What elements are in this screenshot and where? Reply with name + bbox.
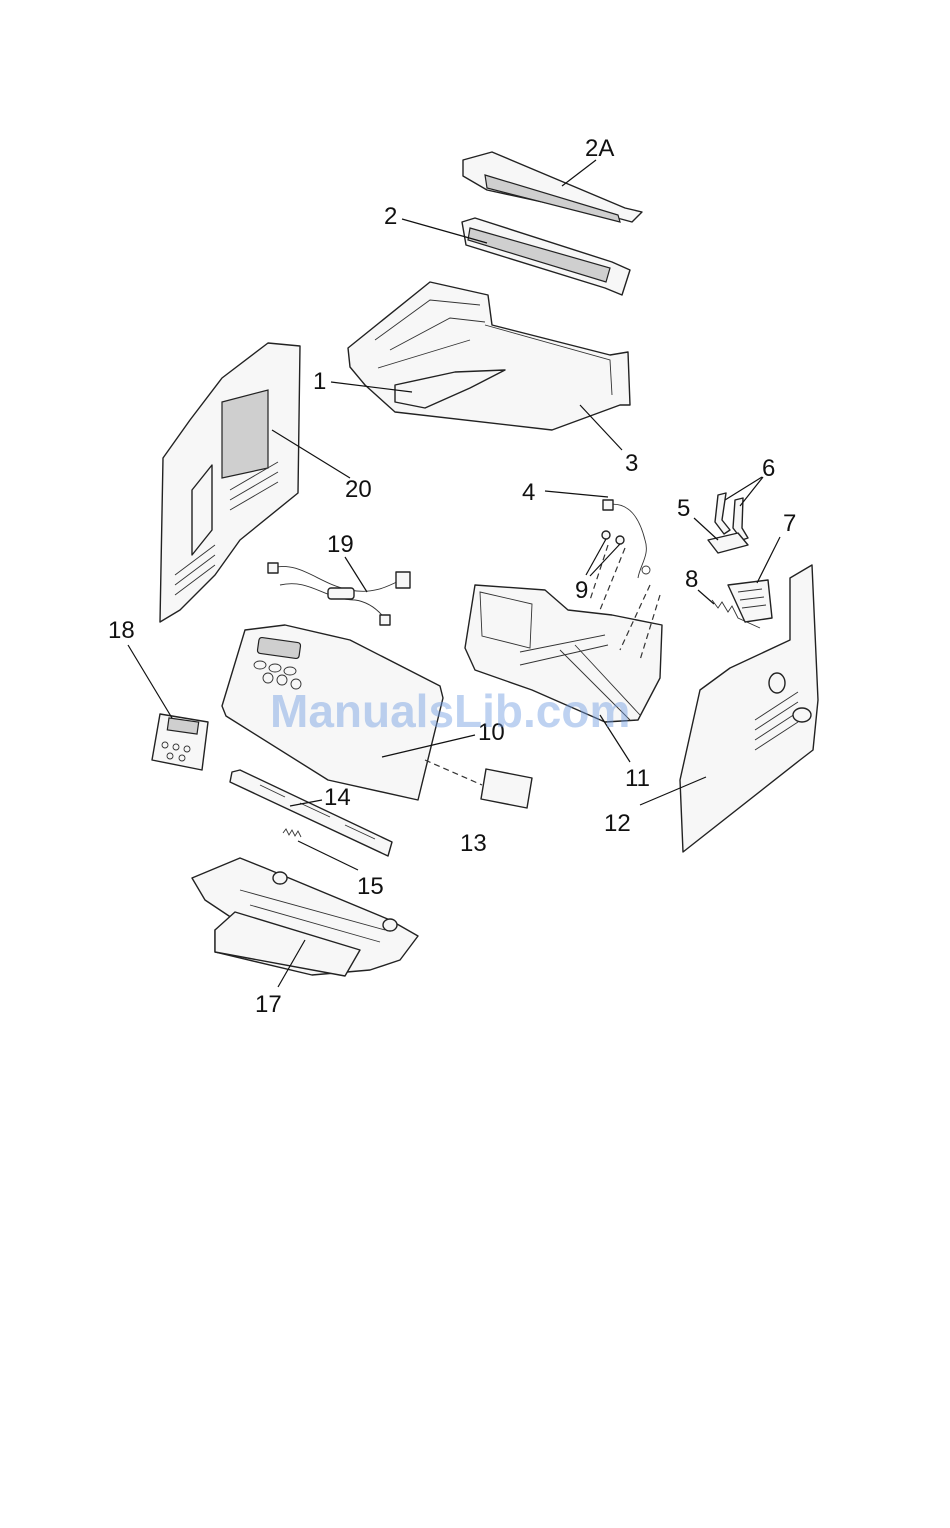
callout-14: 14 bbox=[324, 784, 351, 811]
callout-2: 2 bbox=[384, 203, 397, 230]
callout-13: 13 bbox=[460, 830, 487, 857]
callout-4: 4 bbox=[522, 479, 535, 506]
part-17-feeder-tray bbox=[192, 858, 418, 976]
leader-2a bbox=[562, 160, 596, 186]
leader-6b bbox=[740, 477, 763, 506]
callout-12: 12 bbox=[604, 810, 631, 837]
part-13-label bbox=[425, 760, 532, 808]
callout-6: 6 bbox=[762, 455, 775, 482]
callout-19: 19 bbox=[327, 531, 354, 558]
part-18-operator-panel bbox=[152, 714, 208, 770]
watermark: ManualsLib.com bbox=[270, 685, 630, 737]
part-7-latch-plate bbox=[728, 580, 772, 622]
part-2-upper-duct bbox=[462, 218, 630, 295]
leader-15 bbox=[298, 841, 358, 870]
part-20-left-side-cover bbox=[160, 343, 300, 622]
callout-1: 1 bbox=[313, 368, 326, 395]
callout-15: 15 bbox=[357, 873, 384, 900]
callout-20: 20 bbox=[345, 476, 372, 503]
part-3-top-cover-tray bbox=[348, 282, 630, 430]
leader-6a bbox=[725, 477, 762, 500]
callout-8: 8 bbox=[685, 566, 698, 593]
leader-8 bbox=[698, 590, 714, 604]
callout-17: 17 bbox=[255, 991, 282, 1018]
callout-11: 11 bbox=[625, 765, 650, 792]
part-19-cable-harness bbox=[268, 563, 410, 625]
leader-lines bbox=[128, 160, 780, 987]
callout-5: 5 bbox=[677, 495, 690, 522]
part-6-springs bbox=[715, 493, 748, 540]
callout-18: 18 bbox=[108, 617, 135, 644]
callout-7: 7 bbox=[783, 510, 796, 537]
part-2a-top-cover bbox=[463, 152, 642, 222]
part-4-cable bbox=[603, 500, 650, 578]
leader-4 bbox=[545, 491, 608, 497]
leader-7 bbox=[757, 537, 780, 583]
part-9-screws bbox=[602, 531, 624, 544]
callout-2a: 2A bbox=[585, 135, 614, 162]
callout-9: 9 bbox=[575, 577, 588, 604]
part-15-spring bbox=[283, 829, 301, 837]
leader-19 bbox=[345, 557, 367, 592]
leader-18 bbox=[128, 645, 172, 718]
callout-3: 3 bbox=[625, 450, 638, 477]
